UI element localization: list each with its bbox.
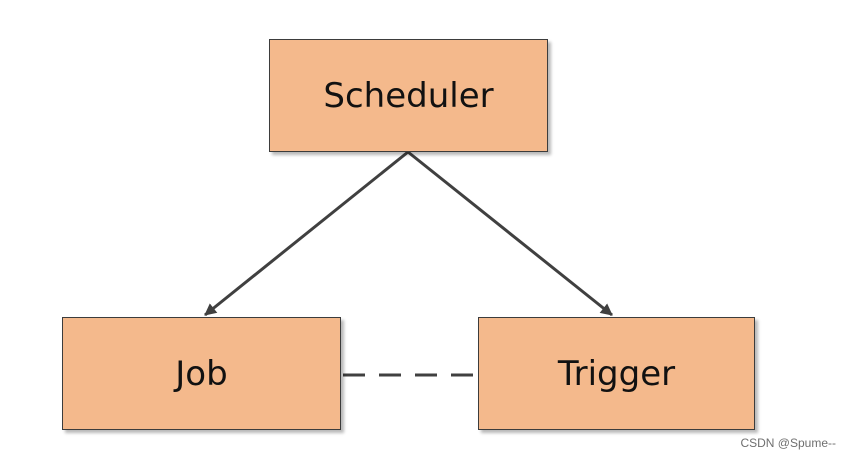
watermark: CSDN @Spume-- (740, 436, 836, 450)
job-node: Job (62, 317, 341, 430)
scheduler-label: Scheduler (323, 75, 494, 116)
trigger-node: Trigger (478, 317, 755, 430)
job-label: Job (175, 353, 228, 394)
edge-scheduler-to-job (204, 150, 409, 317)
trigger-label: Trigger (557, 353, 676, 394)
scheduler-node: Scheduler (269, 39, 548, 152)
edge-scheduler-to-trigger (407, 150, 613, 317)
